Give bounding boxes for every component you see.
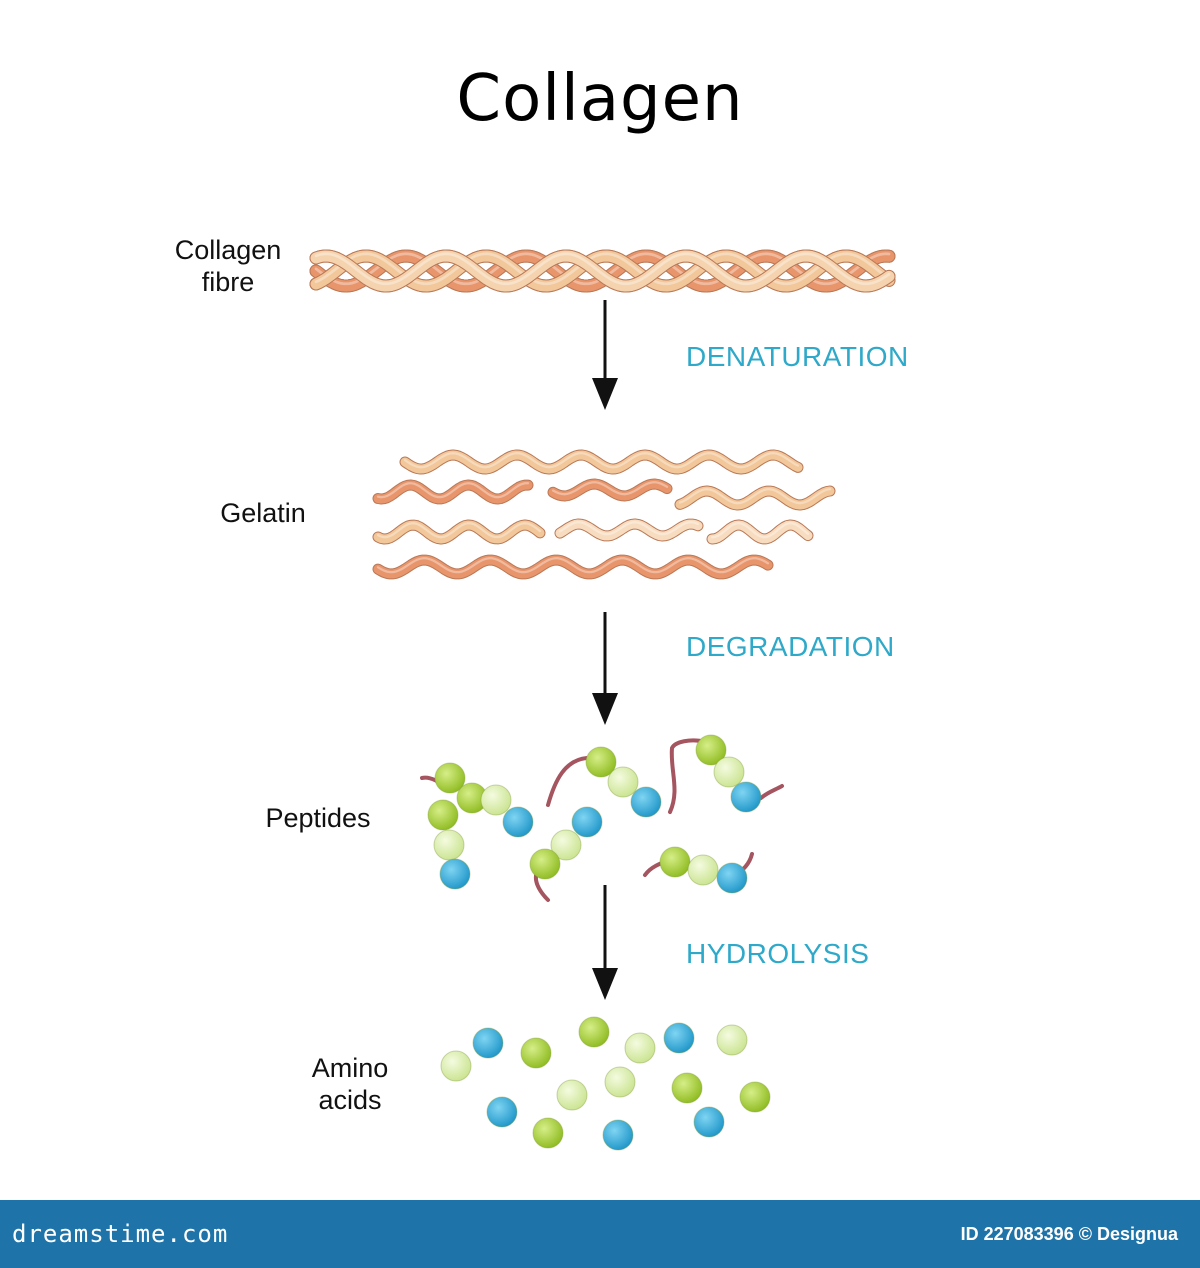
gelatin-strand-highlight [710,522,810,539]
peptide-residue [687,854,719,886]
peptide-chains [420,734,784,902]
amino-acid-molecule [520,1037,552,1069]
gelatin-strand [555,519,703,541]
stage-label-line: Amino [311,1053,389,1083]
amino-acid-molecule [486,1096,518,1128]
peptide-residue [585,746,617,778]
peptide-residue [630,786,662,818]
peptide-residue [529,848,561,880]
gelatin-strands [372,449,836,580]
peptide-residue [730,781,762,813]
peptide-bond [759,784,784,800]
gelatin-strand-highlight [376,557,770,574]
peptide-bond [546,756,589,807]
stage-label-gelatin: Gelatin [200,497,326,529]
stage-label-line: Gelatin [220,498,306,528]
footer-brand: dreamstime.com [12,1220,229,1248]
amino-acid-molecule [602,1119,634,1151]
amino-acid-molecule [739,1081,771,1113]
amino-acid-molecule [532,1117,564,1149]
collagen-fibre-triple-helix [309,249,896,293]
amino-acid-molecule [578,1016,610,1048]
peptide-residue [550,829,582,861]
process-arrow-head [592,968,618,1000]
peptide-residue [571,806,603,838]
stage-label-line: fibre [201,267,255,297]
amino-acid-molecule [556,1079,588,1111]
amino-acid-molecule [716,1024,748,1056]
gelatin-strand-highlight [403,452,800,469]
process-label-hydrolysis: HYDROLYSIS [686,938,870,969]
gelatin-strand [400,450,803,474]
gelatin-strand-highlight [376,482,530,499]
amino-acid-molecule [693,1106,725,1138]
watermark-footer-bar: dreamstime.com ID 227083396 © Designua [0,1200,1200,1268]
gelatin-strand [675,486,835,510]
gelatin-strand [373,555,773,579]
amino-acid-molecule [440,1050,472,1082]
footer-credit: ID 227083396 © Designua [960,1224,1178,1244]
peptide-residue [607,766,639,798]
collagen-breakdown-illustration [309,249,896,1151]
peptide-residue [434,762,466,794]
fibre-strand-highlight [314,252,891,286]
diagram-title: Collagen [456,62,744,136]
gelatin-strand [548,479,672,501]
fibre-strand [310,250,895,292]
amino-acid-molecule [671,1072,703,1104]
gelatin-strand [707,520,813,544]
peptide-bond [668,738,708,814]
amino-acid-molecule [663,1022,695,1054]
gelatin-strand-highlight [678,488,832,505]
amino-acid-molecule [624,1032,656,1064]
peptide-residue [433,829,465,861]
gelatin-strand-highlight [551,481,669,496]
process-arrow-head [592,693,618,725]
process-arrows [592,300,618,1000]
peptide-residue [659,846,691,878]
amino-acid-molecule [472,1027,504,1059]
stage-label-line: acids [318,1085,382,1115]
peptide-residue [502,806,534,838]
peptide-residue [713,756,745,788]
gelatin-strand [373,520,545,544]
stage-label-peptides: Peptides [250,802,386,834]
peptide-residue [427,799,459,831]
peptide-residue [480,784,512,816]
amino-acid-molecule [604,1066,636,1098]
process-label-degradation: DEGRADATION [686,631,895,662]
peptide-residue [695,734,727,766]
process-label-denaturation: DENATURATION [686,341,909,372]
stage-label-amino-acids: Amino acids [296,1052,404,1116]
process-arrow-head [592,378,618,410]
stage-label-line: Collagen [174,235,282,265]
gelatin-strand-highlight [558,521,700,536]
stage-label-collagen-fibre: Collagen fibre [160,234,296,298]
gelatin-strand-highlight [376,522,542,539]
gelatin-strand [373,480,533,504]
peptide-residue [716,862,748,894]
stage-label-line: Peptides [265,803,371,833]
peptide-residue [439,858,471,890]
amino-acid-molecules [440,1016,771,1151]
